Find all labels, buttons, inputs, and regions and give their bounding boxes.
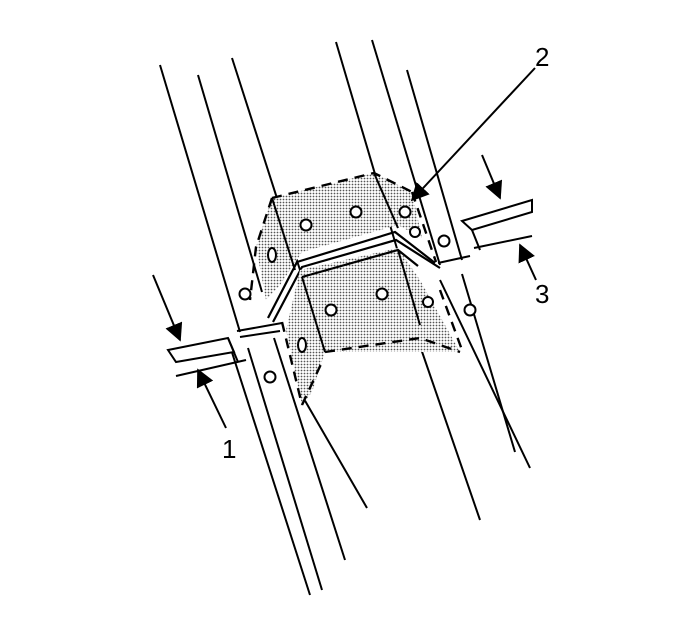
upper-frame-rail xyxy=(159,39,463,333)
rivet-holes xyxy=(238,205,477,384)
callout-1: 1 xyxy=(222,434,236,464)
lower-frame-rail xyxy=(227,273,531,596)
upper-reinforcement-bracket xyxy=(248,171,441,323)
leader-lines xyxy=(152,67,537,429)
right-flange-cut xyxy=(437,198,533,264)
lower-reinforcement-bracket xyxy=(280,248,464,406)
left-flange-cut xyxy=(166,322,283,377)
callout-3: 3 xyxy=(535,279,549,309)
callout-2: 2 xyxy=(535,42,549,72)
